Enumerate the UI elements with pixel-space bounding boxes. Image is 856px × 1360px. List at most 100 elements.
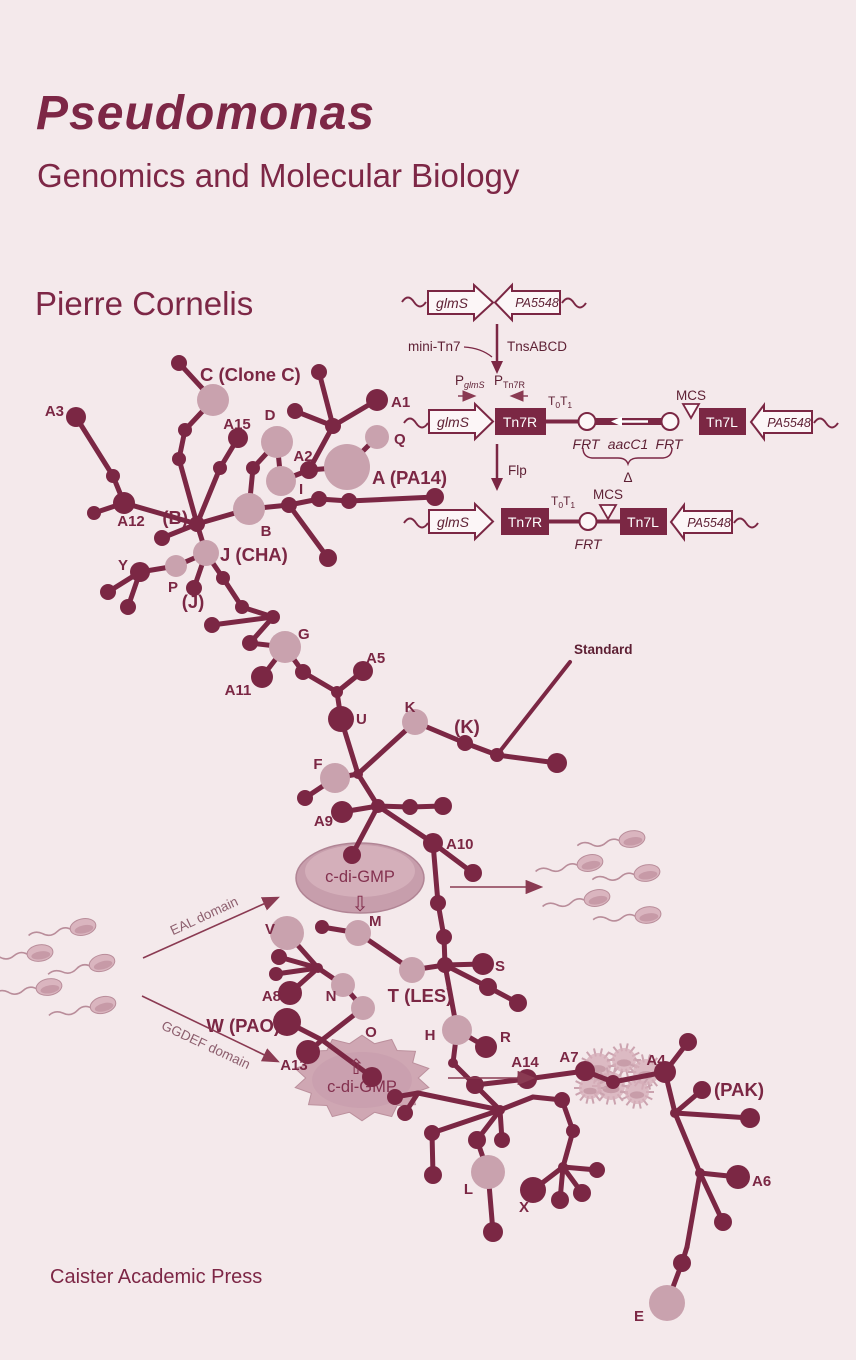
tree-label-A11: A11: [225, 682, 252, 699]
tree-edge-u62-u63: [672, 1110, 753, 1121]
tree-node-T: [399, 957, 425, 983]
tree-node-u45: [466, 1076, 484, 1094]
up-white-arrow-icon: ⇧: [347, 1056, 365, 1079]
tree-node-W: [273, 1008, 301, 1036]
tree-edge-u64-b1: [684, 1170, 703, 1250]
tree-node-u51: [468, 1131, 486, 1149]
tree-node-u55: [566, 1124, 580, 1138]
tree-node-H: [442, 1015, 472, 1045]
tree-edge-A10-u35: [430, 840, 441, 906]
tree-node-A4: [654, 1061, 676, 1083]
mini-tn7-label: mini-Tn7: [408, 339, 461, 354]
tree-node-u39: [509, 994, 527, 1012]
tree-node-hubB: [189, 516, 205, 532]
glms-label: glmS: [437, 514, 470, 530]
delta-label: Δ: [623, 470, 632, 485]
tree-node-u64: [695, 1168, 705, 1178]
swimming-bacterium: [542, 889, 611, 908]
tree-edge-u21-u22: [209, 614, 276, 628]
tree-node-u40: [315, 920, 329, 934]
tree-node-A8: [278, 981, 302, 1005]
swimming-bacterium: [0, 978, 63, 996]
tree-node-G: [269, 631, 301, 663]
tree-node-A2: [300, 461, 318, 479]
frt-site: [660, 412, 680, 431]
tree-edge-u64-u65: [697, 1170, 726, 1225]
tree-node-u32: [434, 797, 452, 815]
tree-node-u30: [371, 799, 385, 813]
tree-node-I: [266, 466, 296, 496]
tree-node-A3: [66, 407, 86, 427]
tree-node-N: [331, 973, 355, 997]
tree-label-A13: A13: [280, 1057, 308, 1074]
mcs-triangle: [598, 504, 618, 521]
tree-label-L: L: [464, 1181, 473, 1198]
tree-node-A9: [331, 801, 353, 823]
tree-edge-u46-b3: [415, 1090, 503, 1113]
tree-node-u35: [430, 895, 446, 911]
tree-node-A1: [366, 389, 388, 411]
tree-label-E: E: [634, 1308, 644, 1325]
pa5548-label: PA5548: [767, 416, 811, 430]
tree-node-u6: [154, 530, 170, 546]
tree-label-A6: A6: [752, 1173, 771, 1190]
tree-node-u33: [343, 846, 361, 864]
tree-label-A3: A3: [45, 403, 64, 420]
tree-node-u16: [319, 549, 337, 567]
biofilm-cell: [620, 1075, 654, 1109]
tree-node-u31: [402, 799, 418, 815]
tree-label-A5: A5: [366, 650, 385, 667]
tree-label-A8: A8: [262, 988, 281, 1005]
tree-node-u11: [287, 403, 303, 419]
tree-node-A7: [575, 1061, 595, 1081]
pa5548-label: PA5548: [687, 516, 731, 530]
swimming-bacterium: [0, 944, 54, 962]
frt-label: FRT: [575, 536, 603, 552]
tree-node-O: [351, 996, 375, 1020]
tree-edge-A12-hubB: [121, 500, 200, 527]
tree-node-u13: [311, 491, 327, 507]
tree-node-u34: [464, 864, 482, 882]
tree-label-K2: (K): [454, 716, 480, 737]
tree-node-u14: [341, 493, 357, 509]
p-glms-promoter-label: PglmS: [455, 373, 485, 390]
tree-node-u19: [216, 571, 230, 585]
tree-node-u58: [573, 1184, 591, 1202]
tree-edge-u62-u64: [672, 1110, 703, 1176]
tree-node-u54: [554, 1092, 570, 1108]
cdg-bottom-label: c-di-GMP: [327, 1078, 397, 1096]
pa5548-label: PA5548: [515, 296, 559, 310]
eal-domain-arrow: [142, 896, 280, 959]
tree-node-u46: [495, 1105, 505, 1115]
tree-node-u5: [87, 506, 101, 520]
tree-node-u59: [589, 1162, 605, 1178]
tree-edge-u30-A10: [375, 803, 436, 846]
glms-label: glmS: [437, 414, 470, 430]
tree-node-APA14: [324, 444, 370, 490]
aacc1-label: aacC1: [608, 436, 648, 452]
tn7r-box: [495, 408, 546, 435]
tree-edge-u68-u70: [319, 1037, 375, 1080]
tree-node-u7: [213, 461, 227, 475]
tree-node-J: [193, 540, 219, 566]
tree-node-u10: [311, 364, 327, 380]
down-white-arrow-icon: ⇩: [351, 893, 369, 916]
tree-label-A1: A1: [391, 394, 410, 411]
tree-node-u29: [353, 769, 363, 779]
tree-node-R: [475, 1036, 497, 1058]
tree-node-u43: [269, 967, 283, 981]
tree-node-u3: [172, 452, 186, 466]
tree-label-Y: Y: [118, 557, 128, 574]
tree-label-F: F: [313, 756, 322, 773]
p-tn7r-promoter-label: PTn7R: [494, 373, 526, 390]
tree-node-u27: [547, 753, 567, 773]
decorations: [0, 830, 664, 1122]
mcs-label: MCS: [593, 487, 623, 502]
tn7r-label: Tn7R: [508, 514, 542, 530]
tree-edge-hubB-u7: [194, 465, 223, 527]
tree-node-u48: [397, 1105, 413, 1121]
tree-node-u47: [387, 1089, 403, 1105]
tree-label-W: W (PAO): [206, 1015, 280, 1036]
tree-label-R: R: [500, 1029, 511, 1046]
tree-node-u2: [178, 423, 192, 437]
